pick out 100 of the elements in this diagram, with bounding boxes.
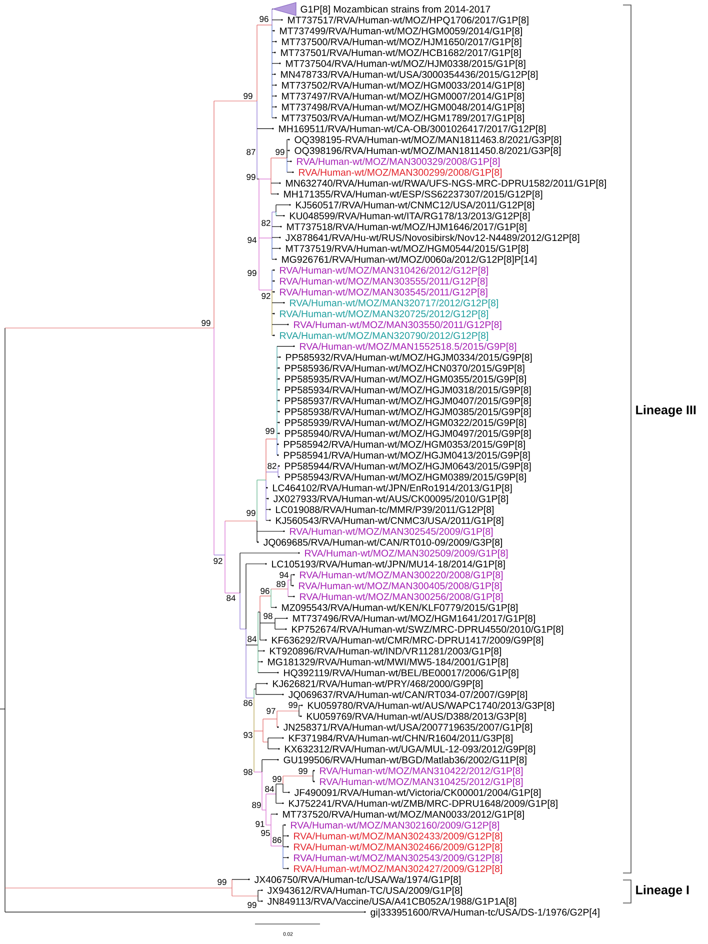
taxon-label: JQ069685/RVA/Human-wt/CAN/RT010-09/2009/G3P[8] (263, 538, 502, 548)
taxon-label: MG926761/RVA/Human-wt/MOZ/0060a/2012/G12P[8]P[14] (282, 256, 536, 265)
taxon-label: KU059769/RVA/Human-wt/AUS/D388/2013/G3P[8] (307, 712, 526, 722)
taxon-label: JX027933/RVA/Human-wt/AUS/CK00095/2010/G1P[8] (273, 495, 508, 504)
bootstrap-value: 99 (248, 902, 256, 908)
bootstrap-value: 96 (260, 588, 270, 594)
bootstrap-value: 84 (265, 786, 274, 792)
taxon-label: MT737502/RVA/Human-wt/MOZ/HGM0033/2014/G1P[8] (282, 82, 524, 91)
taxon-label: PP585941/RVA/Human-wt/MOZ/HGJM0413/2015/G9P[8] (284, 452, 530, 461)
taxon-label: RVA/Human-wt/MOZ/MAN1552518.5/2015/G9P[8] (300, 342, 516, 352)
taxon-label: RVA/Human-wt/MOZ/MAN300405/2008/G1P[8] (299, 582, 502, 592)
taxon-label: KX632312/RVA/Human-wt/UGA/MUL-12-093/2012/G9P[8] (285, 745, 536, 754)
bootstrap-value: 99 (272, 776, 282, 782)
taxon-label: RVA/Human-wt/MOZ/MAN303555/2011/G12P[8] (280, 277, 488, 287)
taxon-label: MZ095543/RVA/Human-wt/KEN/KLF0779/2015/G1P[8] (282, 604, 518, 613)
bootstrap-value: 98 (244, 769, 252, 775)
taxon-label: JQ069637/RVA/Human-wt/CAN/RT034-07/2007/G9P[8] (288, 690, 527, 700)
taxon-label: KJ560517/RVA/Human-wt/CNMC12/USA/2011/G12P[8] (296, 201, 534, 210)
taxon-label: KJ752241/RVA/Human-wt/ZMB/MRC-DPRU1648/2009/G1P[8] (289, 800, 558, 809)
taxon-label: LC019088/RVA/Human-tc/MMR/P39/2011/G12P[8] (276, 506, 494, 515)
taxon-label: OQ398195-RVA/Human-wt/MOZ/MAN1811463.8/2021/G3P[8] (294, 136, 562, 146)
taxon-label: PP585943/RVA/Human-wt/MOZ/HGM0389/2015/G9P[8] (285, 473, 526, 482)
bootstrap-value: 91 (256, 821, 264, 827)
taxon-label: JX406750/RVA/Human-tc/USA/Wa/1974/G1P[8] (254, 876, 460, 885)
taxon-label: gi|333951600/RVA/Human-tc/USA/DS-1/1976/G2P[4] (370, 908, 600, 918)
bootstrap-value: 92 (214, 558, 222, 564)
taxon-label: RVA/Human-wt/MOZ/MAN300256/2008/G1P[8] (300, 593, 503, 602)
taxon-label: RVA/Human-wt/MOZ/MAN310425/2012/G1P[8] (320, 778, 523, 787)
bootstrap-value: 99 (276, 149, 284, 155)
taxon-label: KP752674/RVA/Human-wt/SWZ/MRC-DPRU4550/2010/G1P[8] (292, 626, 564, 635)
taxon-label: RVA/Human-wt/MOZ/MAN302466/2009/G12P[8] (294, 843, 502, 852)
taxon-label: PP585934/RVA/Human-wt/MOZ/HGJM0318/2015/G9P[8] (285, 386, 531, 396)
taxon-label: MT737498/RVA/Human-wt/MOZ/HGM0048/2014/G1P[8] (282, 103, 524, 112)
taxon-label: MT737501/RVA/Human-wt/MOZ/HCB1682/2017/G1P[8] (281, 49, 521, 58)
taxon-label: PP585939/RVA/Human-wt/MOZ/HGM0322/2015/G9P[8] (285, 418, 526, 428)
taxon-label: MH171355/RVA/Human-wt/ESP/SS62237307/2015/G12P[8] (284, 190, 542, 200)
bootstrap-value: 84 (248, 636, 256, 642)
taxon-label: JX943612/RVA/Human-TC/USA/2009/G1P[8] (267, 886, 462, 896)
taxon-label: MT737497/RVA/Human-wt/MOZ/HGM0007/2014/G1P[8] (282, 92, 524, 102)
taxon-label: RVA/Human-wt/MOZ/MAN303550/2011/G12P[8] (294, 321, 502, 330)
taxon-label: RVA/Human-wt/MOZ/MAN320717/2012/G12P[8] (290, 299, 498, 308)
taxon-label: JN258371/RVA/Human-wt/USA/2007719635/2007/G1P[8] (283, 724, 532, 733)
taxon-label: RVA/Human-wt/MOZ/MAN302543/2009/G12P[8] (294, 854, 502, 864)
taxon-label: MT737520/RVA/Human-wt/MOZ/MAN0033/2012/G1P[8] (283, 810, 524, 820)
taxon-label: MG181329/RVA/Human-wt/MWI/MW5-184/2001/G1P[8] (268, 658, 508, 668)
taxon-label: PP585938/RVA/Human-wt/MOZ/HGJM0385/2015/G9P[8] (285, 408, 531, 418)
taxon-label: MT737496/RVA/Human-wt/MOZ/HGM1641/2017/G1P[8] (293, 614, 535, 624)
taxon-label: MT737500/RVA/Human-wt/MOZ/HJM1650/2017/G1P[8] (282, 38, 522, 48)
taxon-label: KF636292/RVA/Human-wt/CMR/MRC-DPRU1417/2009/G9P[8] (272, 636, 544, 646)
taxon-label: RVA/Human-wt/MOZ/MAN302160/2009/G12P[8] (291, 821, 499, 830)
taxon-label: OQ398196/RVA/Human-wt/MOZ/MAN1811450.8/2021/G3P[8] (294, 146, 560, 156)
taxon-label: KJ626821/RVA/Human-wt/PRY/468/2000/G9P[8] (273, 680, 482, 690)
taxon-label: MT737519/RVA/Human-wt/MOZ/HGM0544/2015/G1P[8] (286, 244, 528, 254)
taxon-label: MN478733/RVA/Human-wt/USA/3000354436/2015/G12P[8] (281, 70, 538, 80)
bootstrap-value: 99 (248, 270, 256, 276)
taxon-label: RVA/Human-wt/MOZ/MAN310426/2012/G12P[8] (280, 266, 488, 276)
taxon-label: MT737518/RVA/Human-wt/MOZ/HJM1646/2017/G1P[8] (287, 223, 526, 232)
bootstrap-value: 99 (246, 174, 256, 180)
bootstrap-value: 98 (264, 613, 272, 619)
taxon-label: LC105193/RVA/Human-wt/JPN/MU14-18/2014/G1P[8] (272, 560, 505, 570)
bootstrap-value: 96 (260, 16, 268, 22)
clade-label: Lineage III (636, 405, 696, 417)
taxon-label: MT737504/RVA/Human-wt/MOZ/HJM0338/2015/G1P[8] (286, 60, 526, 69)
taxon-label: RVA/Human-wt/MOZ/MAN302427/2009/G12P[8] (294, 865, 502, 874)
bootstrap-value: 89 (252, 802, 261, 808)
taxon-label: HQ392119/RVA/Human-wt/BEL/BE00017/2006/G1P[8] (284, 669, 518, 678)
bootstrap-value: 99 (244, 93, 252, 99)
clade-label: Lineage I (636, 885, 689, 897)
bootstrap-value: 99 (266, 428, 274, 434)
taxon-label: JX878641/RVA/Hu-wt/RUS/Novosibirsk/Nov12-N4489/2012/G12P[8] (285, 234, 580, 243)
taxon-label: RVA/Human-wt/MOZ/MAN300329/2008/G1P[8] (297, 158, 500, 167)
taxon-label: PP585942/RVA/Human-wt/MOZ/HGM0353/2015/G9P[8] (284, 440, 525, 450)
taxon-label: MN632740/RVA/Human-wt/RWA/UFS-NGS-MRC-DPRU1582/2011/G1P[8] (286, 180, 606, 189)
bootstrap-value: 99 (246, 510, 256, 516)
bootstrap-value: 94 (280, 572, 288, 578)
taxon-label: MT737517/RVA/Human-wt/MOZ/HPQ1706/2017/G1P[8] (288, 16, 528, 26)
bootstrap-value: 99 (288, 702, 298, 708)
taxon-label: MT737499/RVA/Human-wt/MOZ/HGM0059/2014/G1P[8] (280, 27, 522, 36)
taxon-label: RVA/Human-wt/MOZ/MAN302433/2009/G12P[8] (294, 832, 502, 842)
bootstrap-value: 97 (266, 708, 276, 714)
bootstrap-value: 86 (272, 837, 282, 843)
taxon-label: RVA/Human-wt/MOZ/MAN302509/2009/G1P[8] (305, 549, 508, 558)
bootstrap-value: 99 (218, 879, 226, 885)
bootstrap-value: 87 (246, 149, 256, 155)
taxon-label: KU059780/RVA/Human-wt/AUS/WAPC1740/2013/G3P[8] (308, 702, 554, 711)
taxon-label: RVA/Human-wt/MOZ/MAN320725/2012/G12P[8] (280, 310, 488, 320)
taxon-label: PP585944/RVA/Human-wt/MOZ/HGJM0643/2015/G9P[8] (285, 462, 531, 472)
taxon-label: MT737503/RVA/Human-wt/MOZ/HGM1789/2017/G1P[8] (282, 114, 524, 124)
bootstrap-value: 94 (248, 237, 256, 243)
taxon-label: JN849113/RVA/Vaccine/USA/A41CB052A/1988/G1P1A[8] (267, 898, 516, 907)
taxon-label: PP585932/RVA/Human-wt/MOZ/HGJM0334/2015/G9P[8] (286, 354, 532, 363)
bootstrap-value: 93 (244, 732, 252, 738)
taxon-label: RVA/Human-wt/MOZ/MAN300220/2008/G1P[8] (300, 571, 503, 580)
taxon-label: RVA/Human-wt/MOZ/MAN302545/2009/G1P[8] (290, 528, 493, 537)
bootstrap-value: 84 (226, 595, 236, 601)
bootstrap-value: 99 (298, 768, 308, 774)
taxon-label: KF371984/RVA/Human-wt/CHN/R1604/2011/G3P[8] (289, 734, 512, 744)
bootstrap-value: 82 (268, 463, 276, 469)
taxon-label: RVA/Human-wt/MOZ/MAN300299/2008/G1P[8] (299, 168, 502, 178)
taxon-label: PP585936/RVA/Human-wt/MOZ/HCN0370/2015/G9P[8] (285, 364, 524, 374)
